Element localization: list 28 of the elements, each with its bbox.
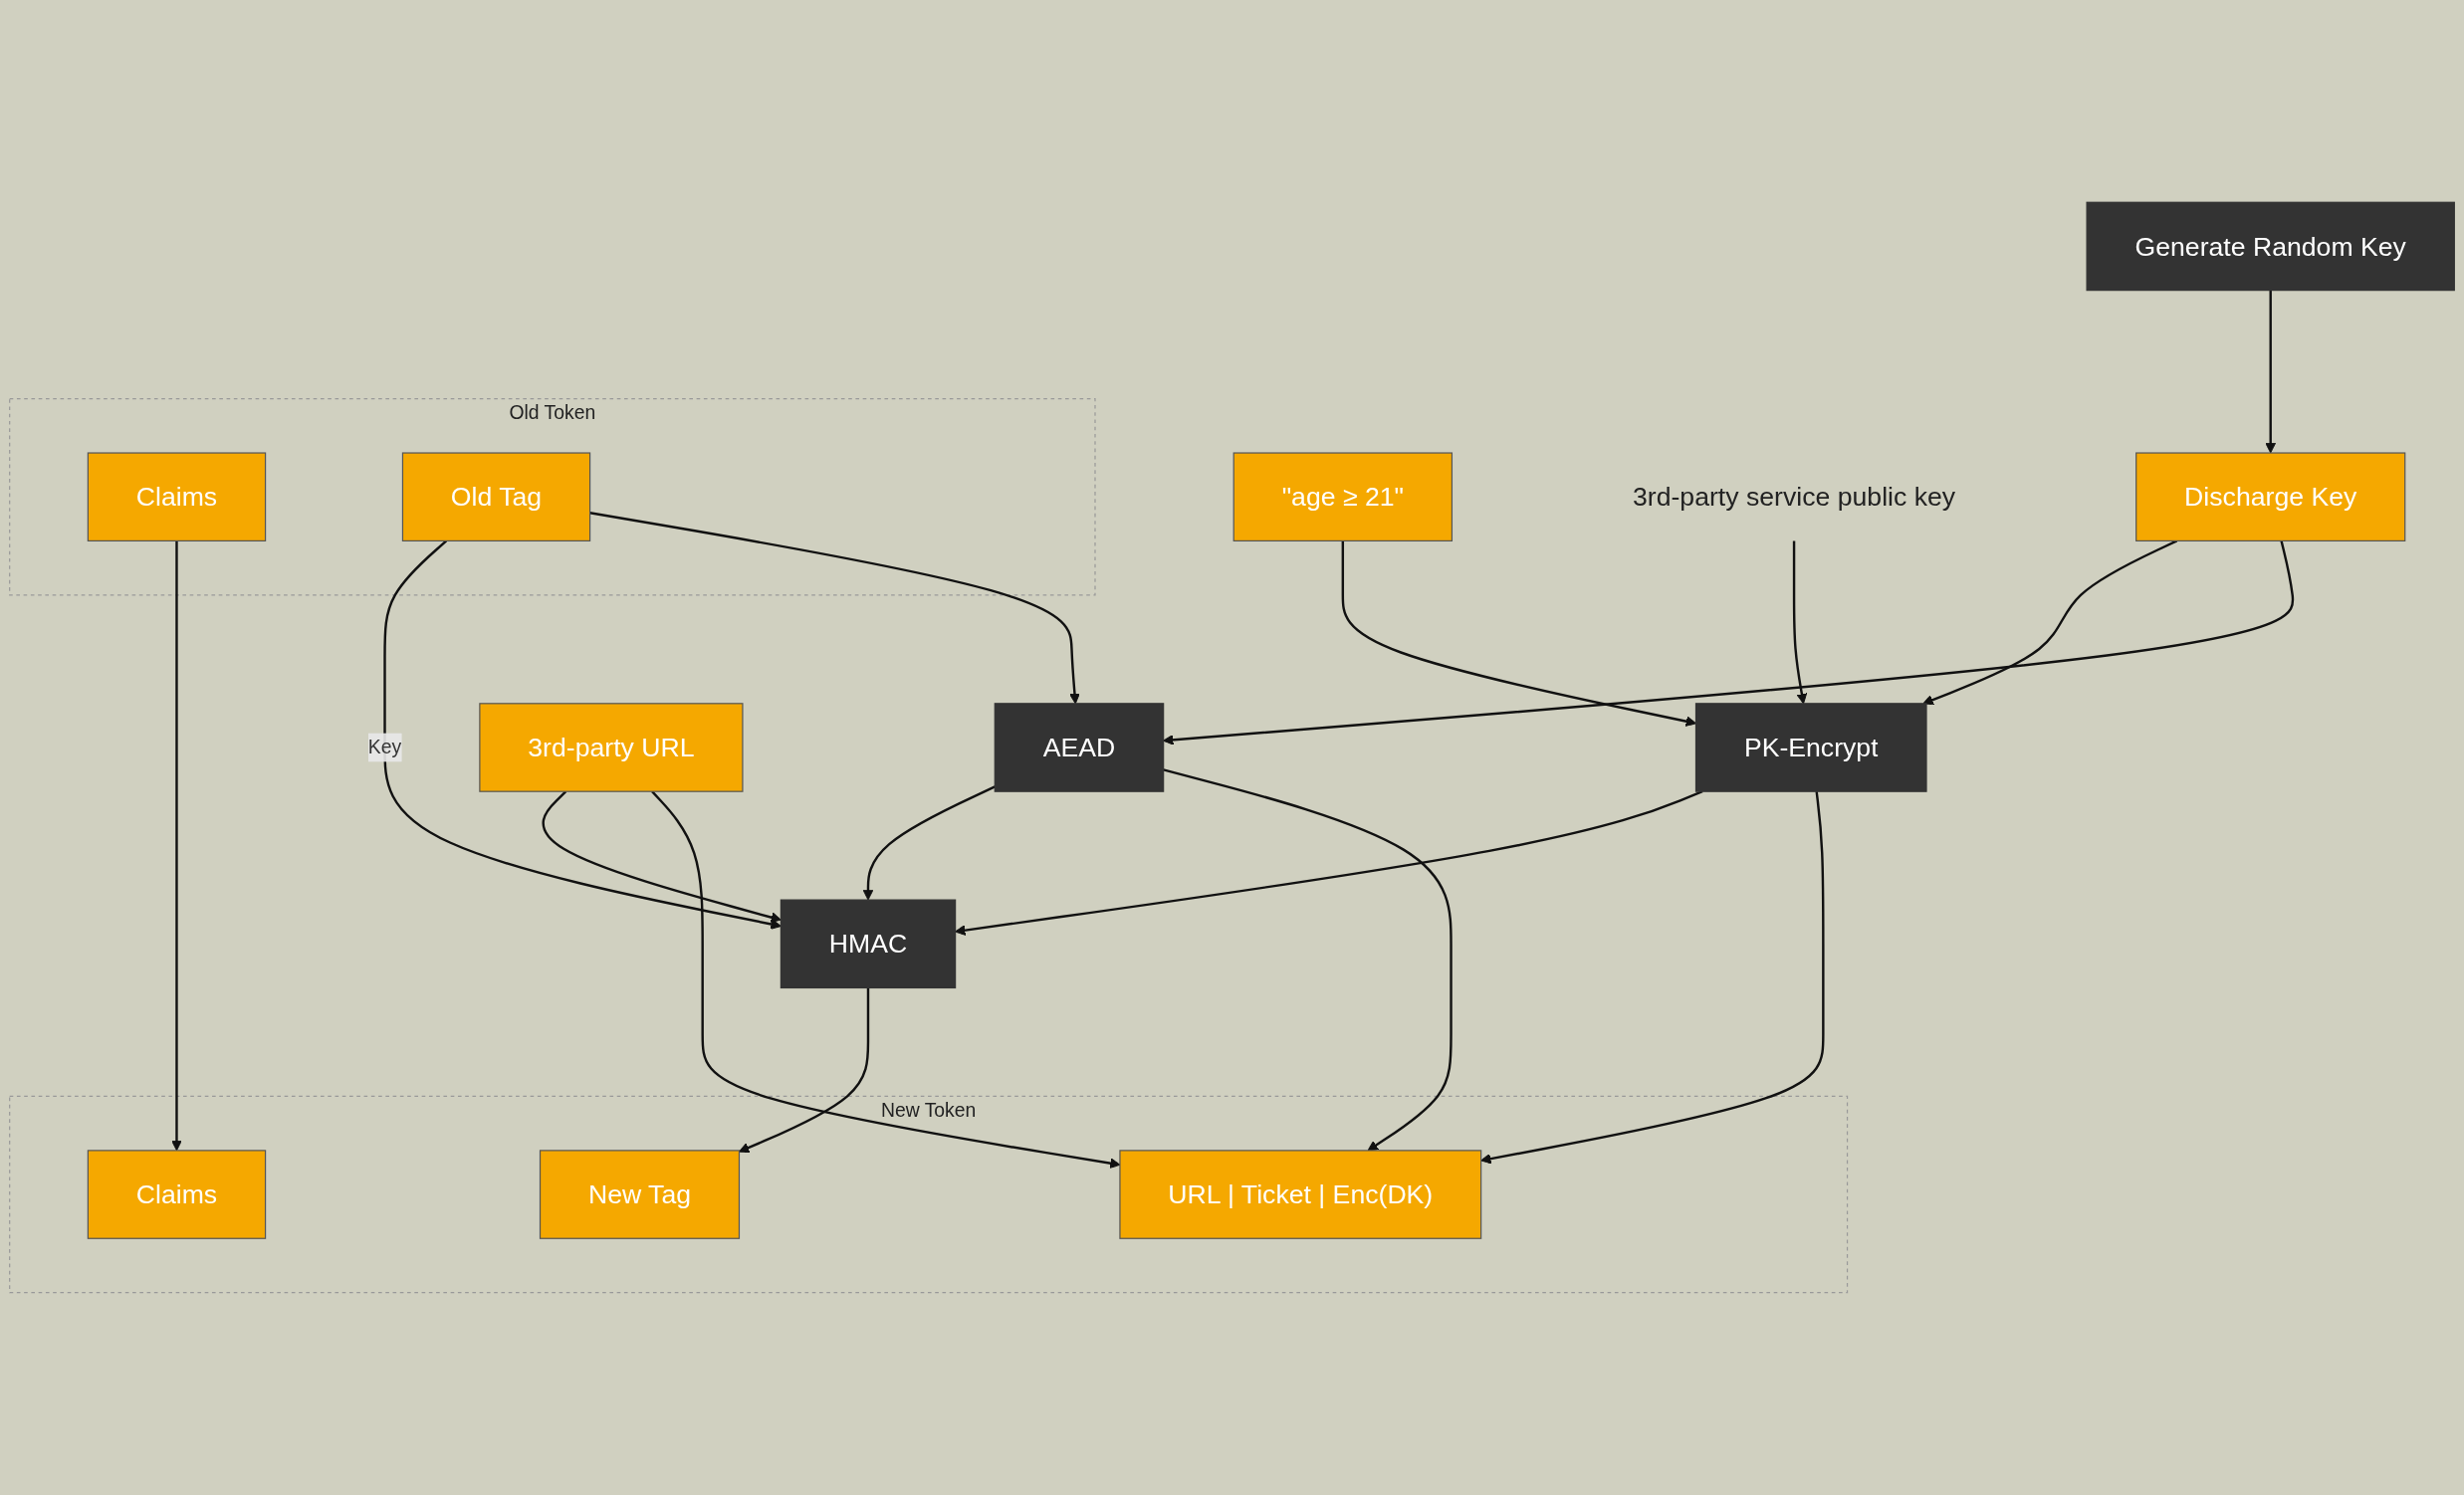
node-box: Discharge Key (2135, 452, 2406, 541)
arrow (955, 790, 1703, 936)
arrow (171, 540, 182, 1152)
arrow (862, 785, 996, 901)
arrow (1480, 791, 1825, 1165)
arrow (1341, 540, 1696, 727)
node-box: New Tag (539, 1150, 741, 1239)
node-box: URL | Ticket | Enc(DK) (1119, 1150, 1482, 1239)
arrow (739, 987, 870, 1154)
arrow (542, 790, 782, 923)
arrow (1792, 540, 1808, 705)
node-box: Claims (87, 452, 267, 541)
node-box: AEAD (994, 703, 1165, 792)
node-box: Claims (87, 1150, 267, 1239)
node-box: 3rd-party URL (479, 703, 744, 792)
node-text: 3rd-party service public key (1633, 482, 1956, 513)
node-box: "age ≥ 21" (1232, 452, 1454, 541)
arrow (1163, 768, 1453, 1152)
node-box: Generate Random Key (2086, 201, 2455, 292)
node-box: PK-Encrypt (1694, 703, 1927, 792)
arrow (2265, 290, 2277, 454)
node-box: HMAC (780, 899, 957, 989)
node-box: Old Tag (401, 452, 591, 541)
arrow (1922, 539, 2178, 706)
arrow (1163, 540, 2295, 746)
arrow (383, 539, 782, 930)
edge-label: Key (367, 737, 402, 757)
arrow (589, 512, 1080, 705)
